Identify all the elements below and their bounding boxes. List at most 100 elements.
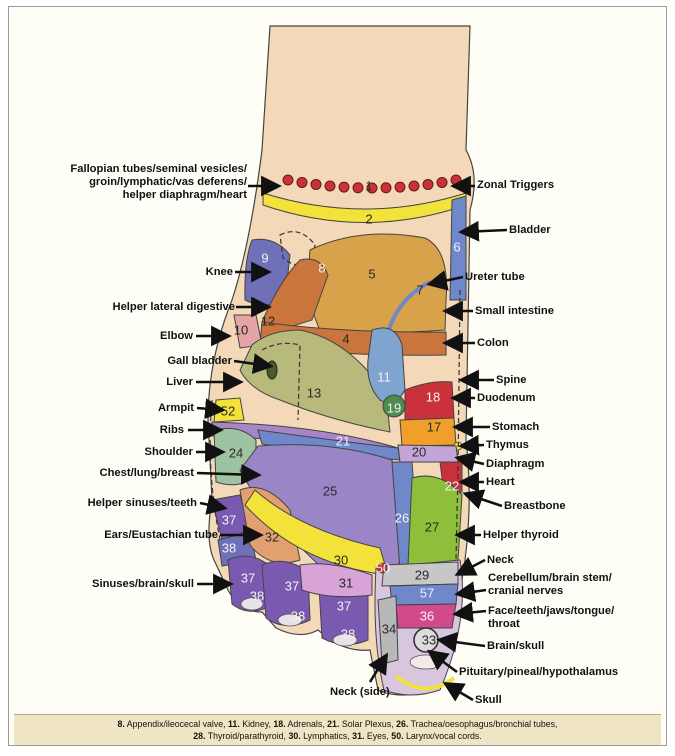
zonal-trigger-dot (451, 175, 461, 185)
label-fallopian: Fallopian tubes/seminal vesicles/groin/l… (70, 163, 247, 202)
label-line: Sinuses/brain/skull (92, 578, 194, 591)
footnote-text: Eyes, (364, 731, 391, 741)
label-line: Neck (side) (330, 686, 390, 699)
footnote-line: 28. Thyroid/parathyroid, 30. Lymphatics,… (20, 730, 655, 742)
zone-number-57: 57 (420, 586, 434, 601)
zone-number-17: 17 (427, 420, 441, 435)
label-line: Duodenum (477, 392, 535, 405)
footnote-line: 8. Appendix/ileocecal valve, 11. Kidney,… (20, 718, 655, 730)
zone-number-20: 20 (412, 445, 426, 460)
zonal-trigger-dot (297, 177, 307, 187)
label-line: Small intestine (475, 305, 554, 318)
label-line: Thymus (486, 439, 529, 452)
zonal-trigger-dot (339, 182, 349, 192)
label-face-teeth: Face/teeth/jaws/tongue/throat (488, 605, 614, 631)
zone-number-37: 37 (241, 571, 255, 586)
label-stomach: Stomach (492, 421, 539, 434)
zone-number-24: 24 (229, 446, 243, 461)
footnote-text: Solar Plexus, (339, 719, 396, 729)
zone-number-9: 9 (261, 251, 268, 266)
label-gall-bladder: Gall bladder (167, 355, 232, 368)
label-ribs: Ribs (160, 424, 184, 437)
label-liver: Liver (166, 376, 193, 389)
zone-number-38: 38 (250, 589, 264, 604)
label-line: Cerebellum/brain stem/ (488, 572, 612, 585)
zone-number-33: 33 (422, 633, 436, 648)
label-line: Breastbone (504, 500, 566, 513)
label-line: Spine (496, 374, 526, 387)
label-heart: Heart (486, 476, 515, 489)
zonal-trigger-dot (311, 179, 321, 189)
label-line: cranial nerves (488, 585, 612, 598)
label-line: Gall bladder (167, 355, 232, 368)
label-zonal-triggers: Zonal Triggers (477, 179, 554, 192)
label-ureter-tube: Ureter tube (465, 271, 525, 284)
label-line: Armpit (158, 402, 194, 415)
zone-number-38: 38 (222, 541, 236, 556)
zone-number-21: 21 (336, 434, 350, 449)
label-line: groin/lymphatic/vas deferens/ (70, 176, 247, 189)
label-line: Elbow (160, 330, 193, 343)
zone-number-32: 32 (265, 530, 279, 545)
label-line: Heart (486, 476, 515, 489)
footnote-number: 50. (391, 731, 403, 741)
zone-number-4: 4 (342, 332, 349, 347)
label-sinuses-brain-skull: Sinuses/brain/skull (92, 578, 194, 591)
label-diaphragm: Diaphragm (486, 458, 544, 471)
label-line: Neck (487, 554, 514, 567)
label-chest-lung-breast: Chest/lung/breast (100, 467, 195, 480)
label-line: Diaphragm (486, 458, 544, 471)
footnote-text: Adrenals, (286, 719, 328, 729)
zone-20-diaphragm (398, 445, 458, 462)
zone-number-30: 30 (334, 553, 348, 568)
label-duodenum: Duodenum (477, 392, 535, 405)
zonal-trigger-dot (381, 183, 391, 193)
zone-number-50: 50 (376, 561, 390, 576)
label-line: Helper lateral digestive (113, 301, 236, 314)
zone-number-7: 7 (416, 283, 423, 298)
label-line: Ears/Eustachian tube (104, 529, 218, 542)
label-line: helper diaphragm/heart (70, 189, 247, 202)
label-line: Knee (206, 266, 233, 279)
zone-number-1: 1 (365, 179, 372, 194)
footnote-number: 8. (117, 719, 124, 729)
arrow-breastbone (466, 494, 502, 506)
label-helper-lateral-digestive: Helper lateral digestive (113, 301, 236, 314)
zone-number-13: 13 (307, 386, 321, 401)
arrow-skull (446, 684, 473, 700)
label-line: Fallopian tubes/seminal vesicles/ (70, 163, 247, 176)
zone-number-2: 2 (365, 212, 372, 227)
label-cerebellum: Cerebellum/brain stem/cranial nerves (488, 572, 612, 598)
label-line: Shoulder (145, 446, 193, 459)
zone-number-34: 34 (382, 622, 396, 637)
label-helper-thyroid: Helper thyroid (483, 529, 559, 542)
footnote-number: 18. (273, 719, 285, 729)
footnote-text: Appendix/ileocecal valve, (125, 719, 228, 729)
zonal-trigger-dot (409, 181, 419, 191)
label-line: Stomach (492, 421, 539, 434)
label-ears-eustachian: Ears/Eustachian tube (104, 529, 218, 542)
footnote-text: Thyroid/parathyroid, (205, 731, 288, 741)
zonal-trigger-dot (437, 177, 447, 187)
label-line: Helper sinuses/teeth (88, 497, 197, 510)
zone-number-19: 19 (387, 401, 401, 416)
label-breastbone: Breastbone (504, 500, 566, 513)
zone-number-18: 18 (426, 390, 440, 405)
zone-number-37: 37 (337, 599, 351, 614)
label-line: Helper thyroid (483, 529, 559, 542)
zonal-trigger-dot (423, 179, 433, 189)
label-skull: Skull (475, 694, 502, 707)
label-line: Chest/lung/breast (100, 467, 195, 480)
zone-number-22: 22 (445, 479, 459, 494)
zonal-trigger-dot (353, 183, 363, 193)
label-line: Face/teeth/jaws/tongue/ (488, 605, 614, 618)
zone-number-8: 8 (318, 261, 325, 276)
zone-number-29: 29 (415, 568, 429, 583)
footnote-number: 30. (288, 731, 300, 741)
footnote-number: 28. (193, 731, 205, 741)
footnote-text: Lymphatics, (301, 731, 353, 741)
zone-number-6: 6 (453, 240, 460, 255)
zonal-trigger-dot (283, 175, 293, 185)
zone-11-kidney (368, 328, 405, 403)
footnote-text: Trachea/oesophagus/bronchial tubes, (408, 719, 557, 729)
